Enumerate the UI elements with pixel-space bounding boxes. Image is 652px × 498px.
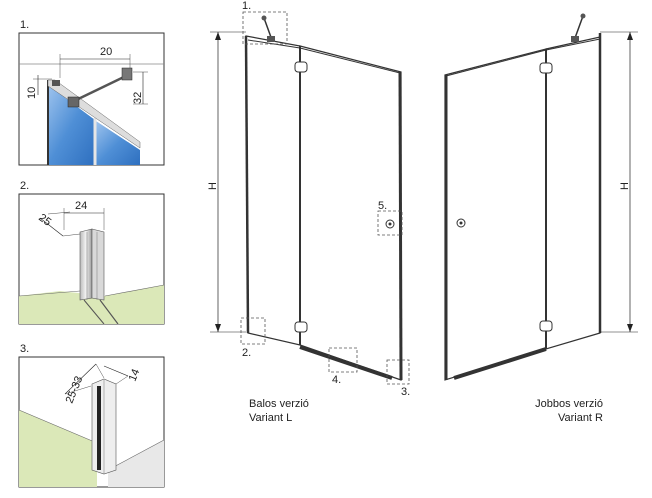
variant-right-caption-1: Jobbos verzió xyxy=(535,398,603,410)
detail-1-glass-right xyxy=(96,121,140,165)
variant-right-drawing: H xyxy=(444,13,638,381)
detail-2-dim-25: 25 xyxy=(36,212,53,229)
variant-left-caption-1: Balos verzió xyxy=(249,398,309,410)
detail-2-panel: 2. 25 24 xyxy=(18,180,165,325)
callout-label-1: 1. xyxy=(242,0,251,12)
detail-3-panel: 3. 25-33 14 xyxy=(18,343,165,488)
variant-left-fixed-panel xyxy=(245,35,301,346)
detail-3-dim-14-line xyxy=(103,365,129,377)
variant-left-bottom-hinge xyxy=(294,321,308,333)
callout-box-2 xyxy=(240,317,266,345)
variant-left-wall-profile xyxy=(244,35,250,334)
variant-left-caption-2: Variant L xyxy=(249,412,293,424)
detail-3-dim-25-33-line xyxy=(64,363,97,395)
variant-right-fixed-panel xyxy=(545,36,601,350)
variant-right-bottom-seal xyxy=(453,347,547,380)
detail-2-label: 2. xyxy=(20,180,29,192)
detail-1-dim-32: 32 xyxy=(132,92,144,104)
detail-1-glass-clamp xyxy=(67,96,80,108)
detail-1-dim-20: 20 xyxy=(100,46,112,58)
callout-label-2: 2. xyxy=(242,347,251,359)
detail-1-glass-left xyxy=(48,85,95,165)
detail-3-wall xyxy=(19,410,97,487)
variant-left-height-label: H xyxy=(207,182,219,190)
detail-3-seal xyxy=(97,386,101,470)
detail-1-panel: 1. 20 10 32 xyxy=(18,19,165,166)
detail-2-floor-edge xyxy=(99,299,119,325)
variant-left-door-edge-profile xyxy=(398,71,403,381)
variant-right-door xyxy=(444,48,547,381)
callout-label-3: 3. xyxy=(401,386,410,398)
variant-right-bottom-hinge xyxy=(539,320,553,332)
callout-label-4: 4. xyxy=(332,374,341,386)
variant-left-bottom-seal xyxy=(299,345,393,380)
variant-right-height-label: H xyxy=(619,182,631,190)
callout-box-5 xyxy=(377,210,403,236)
callout-box-1 xyxy=(242,11,288,45)
callout-box-4 xyxy=(328,347,358,373)
detail-3-label: 3. xyxy=(20,343,29,355)
detail-2-wall-profile xyxy=(79,228,93,301)
variant-left-door xyxy=(299,45,402,381)
detail-1-corner-bracket xyxy=(52,80,60,86)
detail-1-stabilizer-bar xyxy=(71,73,129,104)
variant-right-top-hinge xyxy=(539,62,553,74)
variant-left-drawing: H 1. 2. 3. 4. 5. xyxy=(207,0,410,398)
detail-1-wall-bracket xyxy=(121,67,133,81)
detail-3-dim-14: 14 xyxy=(127,367,143,383)
detail-2-dim-25-line xyxy=(39,217,64,237)
variant-right-stabilizer-bar xyxy=(574,15,584,39)
variant-right-caption-2: Variant R xyxy=(557,412,603,424)
detail-2-dim-24: 24 xyxy=(75,200,87,212)
callout-box-3 xyxy=(386,359,410,385)
detail-1-label: 1. xyxy=(20,19,29,31)
detail-1-dim-10: 10 xyxy=(26,87,38,99)
variant-left-top-hinge xyxy=(294,61,308,73)
callout-label-5: 5. xyxy=(378,200,387,212)
